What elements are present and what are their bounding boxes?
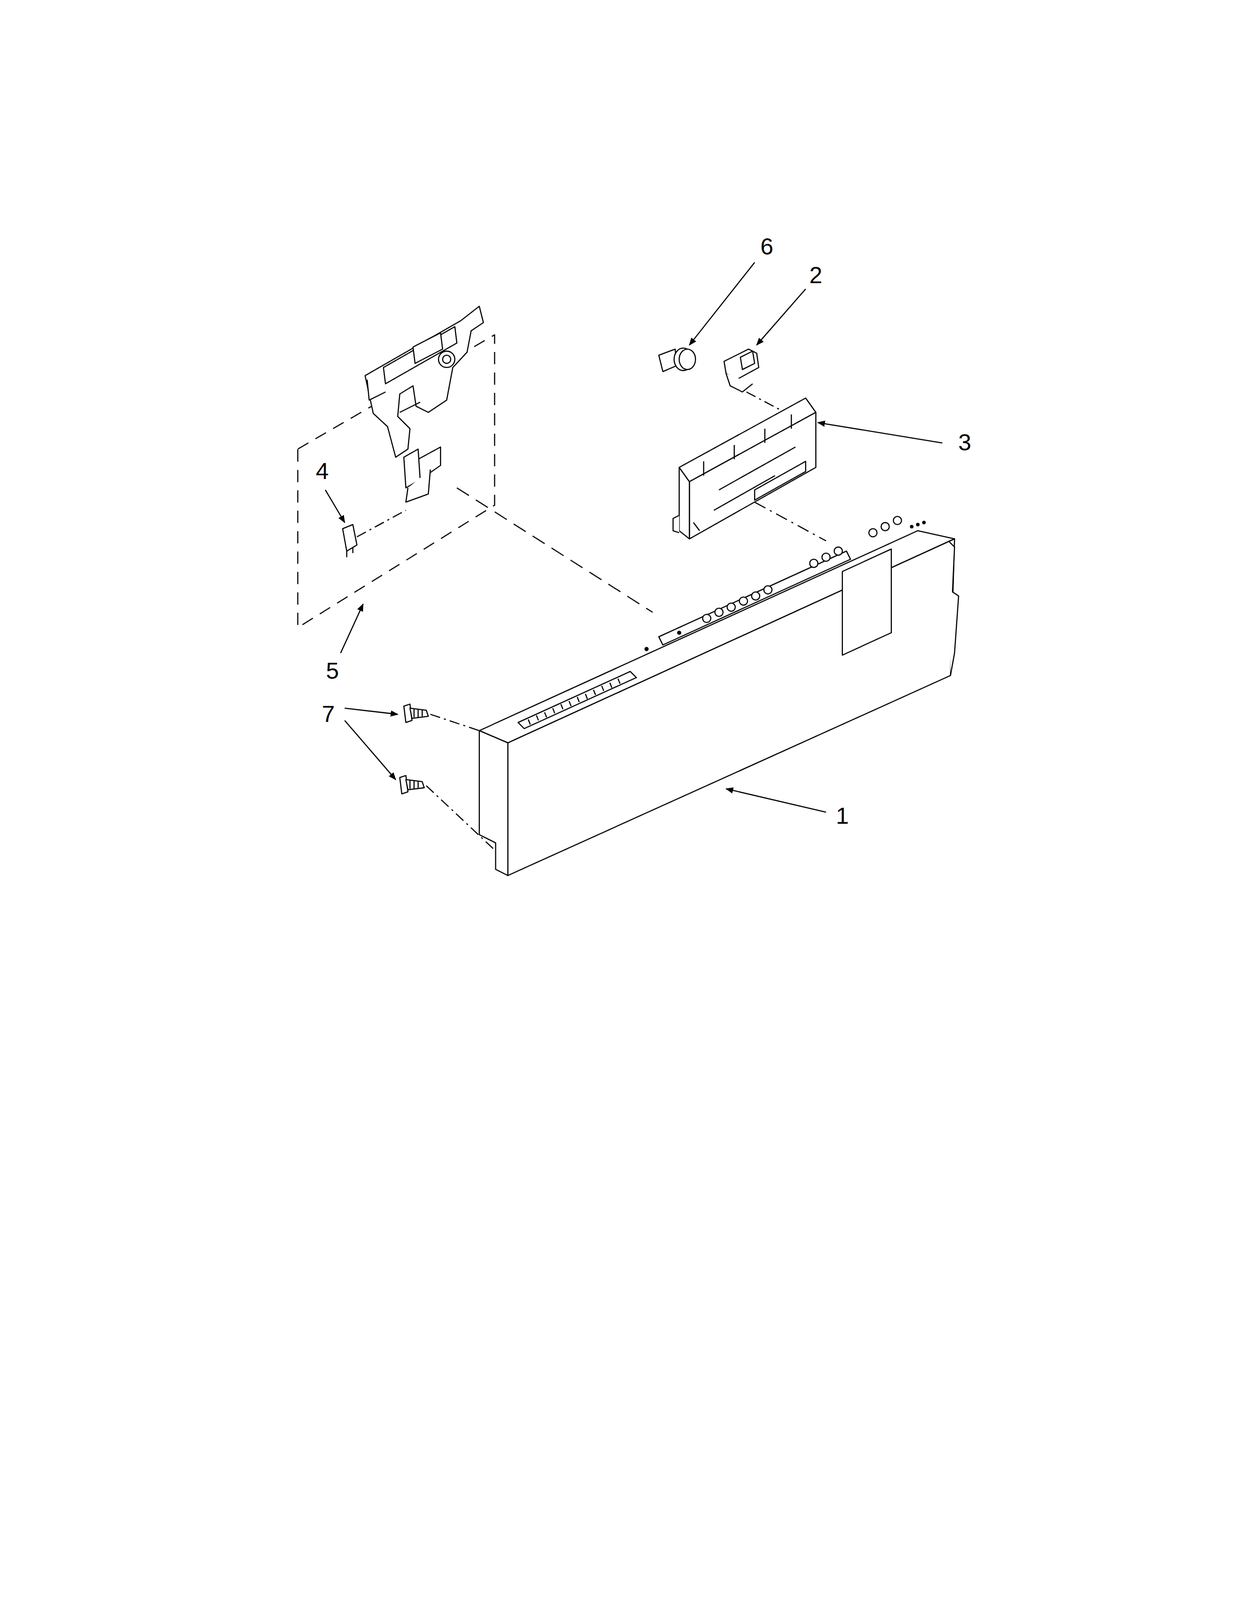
assembly-line bbox=[746, 391, 782, 411]
callout-number: 6 bbox=[758, 234, 776, 260]
housing-part bbox=[364, 306, 484, 503]
switch-part bbox=[342, 524, 357, 557]
assembly-line bbox=[754, 502, 826, 541]
clip-part bbox=[724, 348, 760, 392]
callout-number: 1 bbox=[834, 803, 852, 829]
leader-arrow bbox=[325, 262, 943, 812]
control-board bbox=[673, 397, 817, 539]
callout-number: 2 bbox=[807, 262, 825, 288]
control-panel bbox=[479, 516, 959, 876]
assembly-line bbox=[356, 509, 406, 537]
callout-number: 4 bbox=[313, 458, 331, 484]
callout-number: 7 bbox=[319, 701, 337, 727]
callout-number: 5 bbox=[324, 658, 342, 684]
sensor-part bbox=[658, 348, 696, 372]
callout-number: 3 bbox=[956, 429, 974, 456]
assembly-line bbox=[457, 487, 653, 613]
screw bbox=[399, 703, 429, 794]
